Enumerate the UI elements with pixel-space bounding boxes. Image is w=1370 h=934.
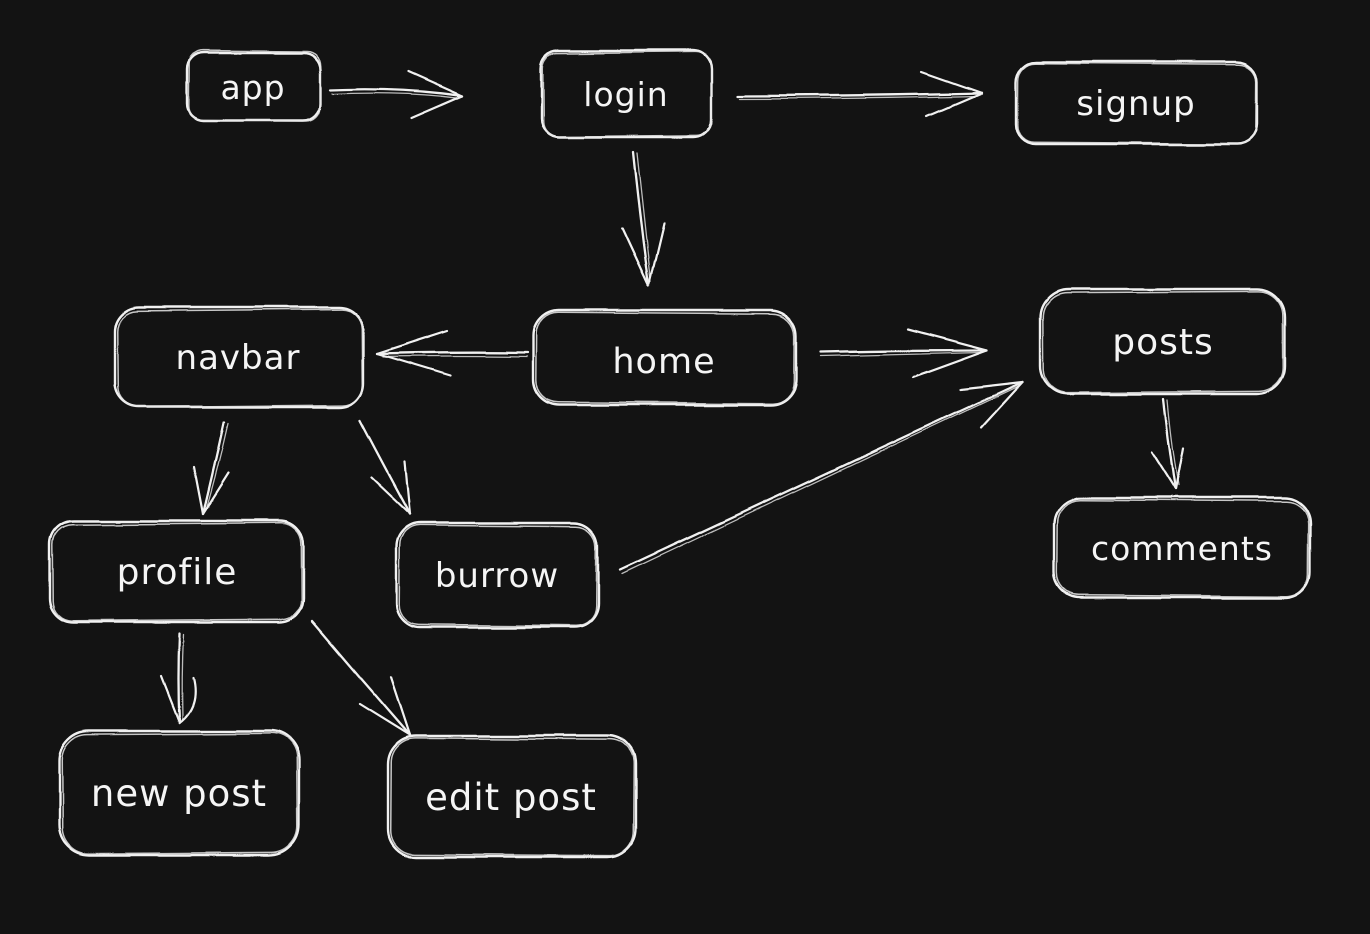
node-app-label: app xyxy=(220,68,285,107)
node-new-post[interactable] xyxy=(57,729,301,857)
arrow-login-to-signup[interactable] xyxy=(735,70,983,118)
arrow-profile-to-new-post[interactable] xyxy=(159,631,196,724)
node-signup-label: signup xyxy=(1076,84,1195,124)
node-login[interactable] xyxy=(539,49,713,139)
node-burrow-label: burrow xyxy=(435,556,559,596)
node-burrow[interactable] xyxy=(395,521,600,629)
arrow-home-to-navbar[interactable] xyxy=(375,329,529,378)
arrow-burrow-to-posts[interactable] xyxy=(618,380,1025,575)
arrow-login-to-home[interactable] xyxy=(620,150,666,288)
node-posts[interactable] xyxy=(1039,287,1287,396)
node-navbar-label: navbar xyxy=(176,338,301,378)
node-comments-label: comments xyxy=(1091,529,1273,568)
arrow-navbar-to-burrow[interactable] xyxy=(358,418,412,516)
node-app[interactable] xyxy=(185,49,322,123)
arrow-profile-to-edit-post[interactable] xyxy=(310,619,412,737)
arrow-posts-to-comments[interactable] xyxy=(1150,397,1186,492)
node-edit-post-label: edit post xyxy=(425,776,597,819)
node-profile-label: profile xyxy=(117,552,238,593)
node-home[interactable] xyxy=(531,308,798,407)
arrow-home-to-posts[interactable] xyxy=(818,327,989,379)
node-navbar[interactable] xyxy=(113,305,365,409)
node-posts-label: posts xyxy=(1112,322,1214,363)
node-home-label: home xyxy=(612,342,715,382)
node-profile[interactable] xyxy=(48,519,305,624)
node-comments[interactable] xyxy=(1052,496,1312,600)
arrow-app-to-login[interactable] xyxy=(328,70,464,120)
node-new-post-label: new post xyxy=(91,772,267,815)
node-edit-post[interactable] xyxy=(386,734,637,859)
arrow-navbar-to-profile[interactable] xyxy=(192,420,231,516)
node-login-label: login xyxy=(583,75,668,114)
node-signup[interactable] xyxy=(1014,60,1259,146)
